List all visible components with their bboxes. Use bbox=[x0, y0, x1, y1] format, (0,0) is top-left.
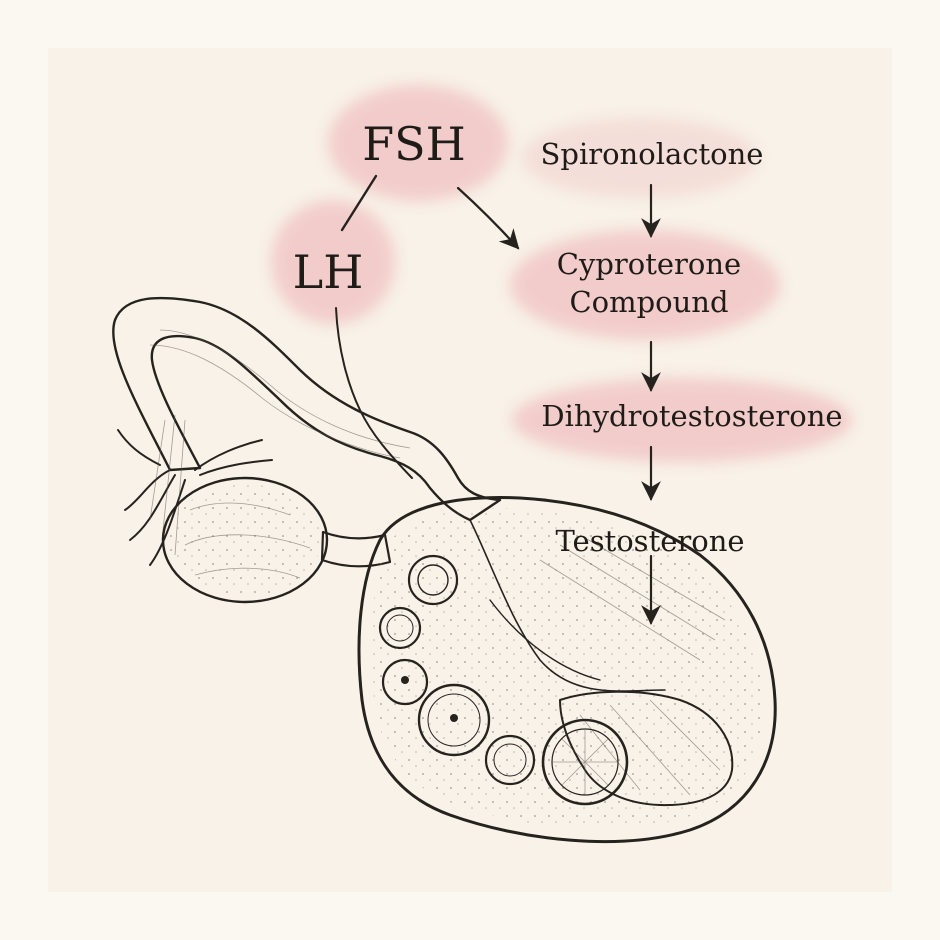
follicles bbox=[378, 554, 629, 806]
spironolactone-blob bbox=[522, 118, 758, 198]
connectors bbox=[335, 174, 661, 625]
fsh-to-cyproterone-arrow bbox=[456, 186, 520, 250]
cyproterone-label-line2: Compound bbox=[569, 285, 728, 319]
ovary-body bbox=[357, 496, 777, 844]
cyproterone-blob bbox=[510, 230, 780, 340]
mature-follicle bbox=[541, 718, 629, 806]
follicle bbox=[378, 606, 422, 650]
follicle bbox=[381, 658, 429, 706]
spironolactone-label: Spironolactone bbox=[541, 137, 764, 171]
follicle bbox=[484, 734, 536, 786]
dihydrotestosterone-blob bbox=[512, 378, 852, 462]
dihydrotestosterone-label: Dihydrotestosterone bbox=[541, 399, 842, 433]
tube-ampulla bbox=[161, 476, 329, 604]
fsh-lh-connector bbox=[340, 174, 378, 232]
highlight-blobs bbox=[271, 85, 852, 462]
follicle bbox=[407, 554, 459, 606]
ovary-illustration bbox=[112, 296, 777, 844]
lh-to-ovary-line bbox=[335, 307, 413, 479]
cyproterone-label-line1: Cyproterone bbox=[557, 247, 741, 281]
testosterone-label: Testosterone bbox=[555, 524, 744, 558]
lh-blob bbox=[271, 200, 395, 324]
follicle bbox=[417, 683, 491, 757]
fsh-blob bbox=[328, 85, 508, 201]
lh-label: LH bbox=[293, 245, 364, 299]
fsh-label: FSH bbox=[362, 117, 466, 171]
labels: FSH LH Spironolactone Cyproterone Compou… bbox=[293, 117, 843, 558]
